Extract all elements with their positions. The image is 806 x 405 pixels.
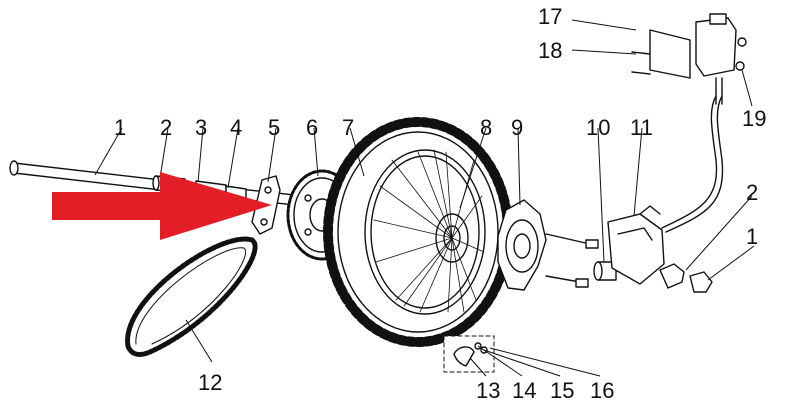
callout-19: 19	[742, 106, 766, 131]
callout-2: 2	[160, 115, 172, 140]
leader-lines	[94, 19, 755, 377]
callout-18: 18	[538, 38, 562, 63]
chain	[125, 236, 258, 357]
callout-5: 5	[268, 115, 280, 140]
callout-9: 9	[511, 115, 523, 140]
callout-15: 15	[550, 378, 574, 403]
callout-14: 14	[512, 378, 536, 403]
chain-adjuster-inset	[443, 335, 495, 373]
brake-disc	[497, 199, 547, 291]
callout-4: 4	[230, 115, 242, 140]
brake-line	[661, 95, 724, 233]
red-arrow	[52, 172, 272, 240]
callout-13: 13	[476, 378, 500, 403]
master-cylinder	[631, 13, 747, 105]
callout-17: 17	[538, 4, 562, 29]
callout-11: 11	[630, 115, 653, 140]
callout-10: 10	[586, 115, 610, 140]
brake-caliper	[607, 205, 665, 285]
callout-12: 12	[198, 370, 222, 395]
callout-16: 16	[590, 378, 614, 403]
callout-labels: 1 2 3 4 5 6 7 8 9 10 11 2 1 12 13 14 15 …	[114, 4, 766, 403]
rear-wheel	[323, 117, 513, 347]
callout-1: 1	[114, 115, 126, 140]
callout-6: 6	[306, 115, 318, 140]
disc-bolts	[545, 233, 599, 288]
callout-3: 3	[195, 115, 207, 140]
axle-nut-spacer	[659, 263, 713, 293]
callout-8: 8	[480, 115, 492, 140]
callout-7: 7	[342, 115, 354, 140]
callout-1-right: 1	[746, 224, 758, 249]
callout-2-right: 2	[746, 180, 758, 205]
